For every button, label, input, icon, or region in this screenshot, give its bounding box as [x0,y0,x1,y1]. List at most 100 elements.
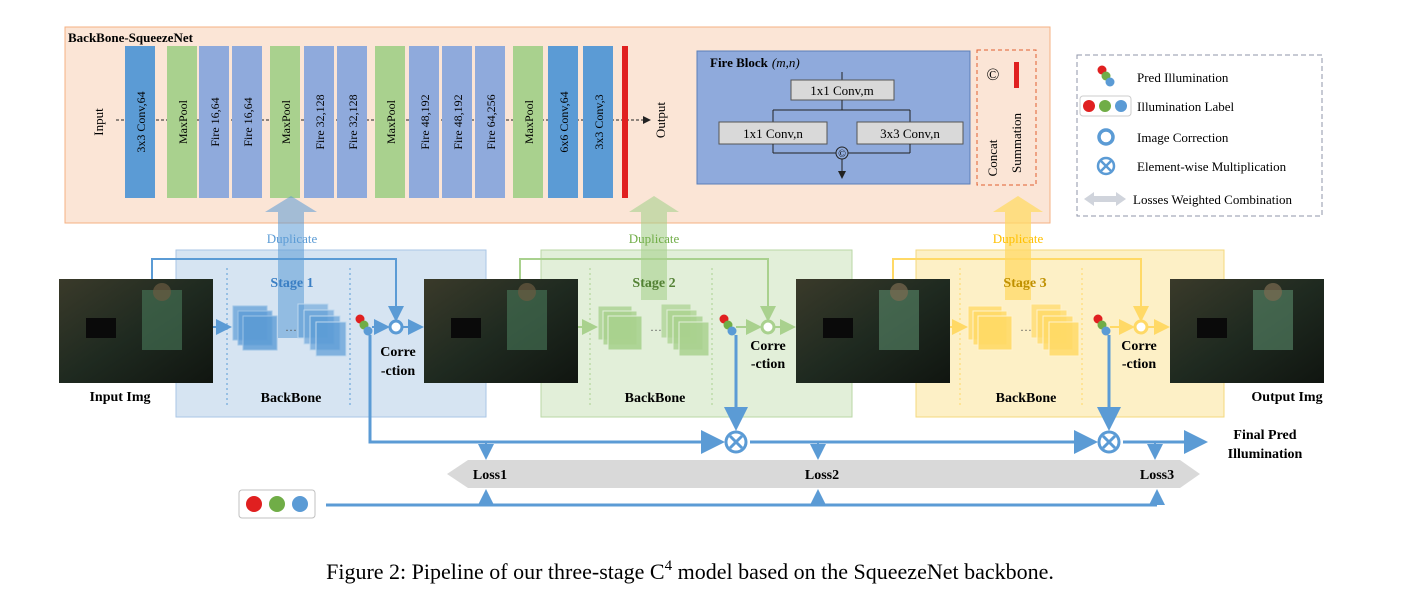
layer-pool-7 [375,46,405,198]
layer-fire-9 [442,46,472,198]
stage-1-output-image [424,279,578,383]
feature-maps-2: ··· [597,303,710,357]
layer-label-5: Fire 32,128 [313,94,327,149]
correction-label-2b: -ction [751,357,785,372]
layer-fire-10 [475,46,505,198]
feature-maps-3: ··· [967,303,1080,357]
fire-block: Fire Block(m,n) 1x1 Conv,m 1x1 Conv,n 3x… [696,50,971,185]
fire-expand-right-label: 3x3 Conv,n [880,126,940,141]
illumination-label-icon [1079,95,1132,117]
multiplication-icon [1096,156,1116,176]
layer-fire-3 [232,46,262,198]
stage-1-title: Stage 1 [270,276,313,291]
layer-label-1: MaxPool [176,99,190,144]
illumination-label-box [238,489,316,519]
summation-label: Summation [1009,113,1024,173]
fire-block-title: Fire Block(m,n) [710,55,800,70]
svg-text:···: ··· [650,323,662,337]
layer-pool-11 [513,46,543,198]
output-img-label: Output Img [1251,390,1322,405]
layer-label-2: Fire 16,64 [208,97,222,146]
svg-text:···: ··· [285,323,297,337]
input-img-label: Input Img [89,390,150,405]
final-pred-label-2: Illumination [1228,447,1303,462]
stage-2-backbone-label: BackBone [625,391,686,406]
layer-fire-8 [409,46,439,198]
duplicate-label-3: Duplicate [993,231,1044,246]
multiply-node-2 [1097,430,1121,454]
weighted-combination-icon [1084,192,1126,206]
legend-illumination-label: Illumination Label [1137,99,1235,114]
stage-3-title: Stage 3 [1003,276,1046,291]
loss3-label: Loss3 [1140,468,1174,483]
legend-multiplication: Element-wise Multiplication [1137,159,1287,174]
legend: Pred Illumination Illumination Label Ima… [1076,54,1323,217]
backbone-title: BackBone-SqueezeNet [68,30,194,45]
figure-caption: Figure 2: Pipeline of our three-stage C4… [326,558,1054,584]
layer-fire-6 [337,46,367,198]
output-image [1170,279,1324,383]
pred-icon-2 [719,314,737,336]
backbone-panel: BackBone-SqueezeNet Input 3x3 Conv,64 Max… [64,26,1051,224]
concat-label: Concat [985,139,1000,176]
stage-2-output-image [796,279,950,383]
loss2-label: Loss2 [805,468,839,483]
duplicate-arrow-1 [265,196,317,338]
concat-summation-box: © Concat Summation [976,49,1037,186]
layer-label-9: Fire 48,192 [451,94,465,149]
losses-bar [447,460,1200,488]
layer-conv-0 [125,46,155,198]
fire-squeeze-label: 1x1 Conv,m [810,83,873,98]
layer-label-3: Fire 16,64 [241,97,255,146]
correction-label-1a: Corre [380,345,416,360]
stage-3-backbone-label: BackBone [996,391,1057,406]
fire-concat-symbol: © [838,149,846,160]
final-pred-label-1: Final Pred [1233,428,1296,443]
stage-2-title: Stage 2 [632,276,675,291]
duplicate-arrow-3 [993,196,1043,300]
correction-node-2 [760,319,776,335]
concat-symbol: © [987,65,1000,84]
correction-node-1 [388,319,404,335]
svg-text:···: ··· [1020,323,1032,337]
correction-node-3 [1133,319,1149,335]
correction-label-1b: -ction [381,364,415,379]
duplicate-label-2: Duplicate [629,231,680,246]
layer-label-11: MaxPool [522,99,536,144]
loss1-label: Loss1 [473,468,507,483]
correction-label-3b: -ction [1122,357,1156,372]
layer-conv-12 [548,46,578,198]
duplicate-arrow-2 [629,196,679,300]
backbone-layers: 3x3 Conv,64 MaxPool Fire 16,64 Fire 16,64 Ma… [125,46,613,198]
backbone-output-label: Output [653,102,668,139]
layer-label-13: 3x3 Conv,3 [592,94,606,149]
output-bar [622,46,628,198]
layer-label-4: MaxPool [279,99,293,144]
layer-pool-4 [270,46,300,198]
correction-label-2a: Corre [750,339,786,354]
layer-label-8: Fire 48,192 [418,94,432,149]
legend-weighted-combination: Losses Weighted Combination [1133,192,1293,207]
correction-label-3a: Corre [1121,339,1157,354]
legend-pred-illumination: Pred Illumination [1137,70,1229,85]
layer-fire-2 [199,46,229,198]
duplicate-label-1: Duplicate [267,231,318,246]
layer-label-6: Fire 32,128 [346,94,360,149]
backbone-input-label: Input [91,108,106,136]
pred-icon-3 [1093,314,1111,336]
legend-image-correction: Image Correction [1137,130,1229,145]
layer-label-0: 3x3 Conv,64 [134,91,148,152]
stage-1-backbone-label: BackBone [261,391,322,406]
layer-label-7: MaxPool [384,99,398,144]
pred-illumination-icon [1097,65,1115,87]
fire-expand-left-label: 1x1 Conv,n [743,126,803,141]
layer-label-12: 6x6 Conv,64 [557,91,571,152]
multiply-node-1 [724,430,748,454]
summation-bar [1014,62,1019,88]
image-correction-icon [1097,128,1115,146]
input-image [59,279,213,383]
layer-conv-13 [583,46,613,198]
layer-label-10: Fire 64,256 [484,94,498,149]
layer-fire-5 [304,46,334,198]
